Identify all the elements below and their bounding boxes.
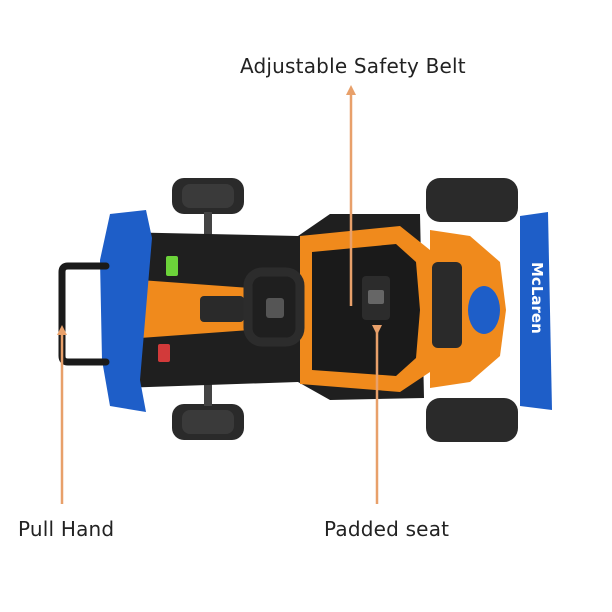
rear-left-tire	[426, 178, 518, 222]
rear-wing	[520, 212, 552, 410]
steering-wheel	[243, 267, 305, 347]
front-bumper	[100, 210, 152, 412]
rear-right-tire	[426, 398, 518, 442]
pull-hand-label: Pull Hand	[18, 517, 115, 541]
wing-brand-text: McLaren	[528, 262, 546, 334]
kart-chassis	[112, 214, 506, 400]
tires	[172, 178, 518, 442]
callout-arrows	[57, 85, 382, 504]
pull-hand	[58, 262, 110, 366]
adjustable-safety-belt-label: Adjustable Safety Belt	[240, 54, 466, 78]
padded-seat-label: Padded seat	[324, 517, 450, 541]
